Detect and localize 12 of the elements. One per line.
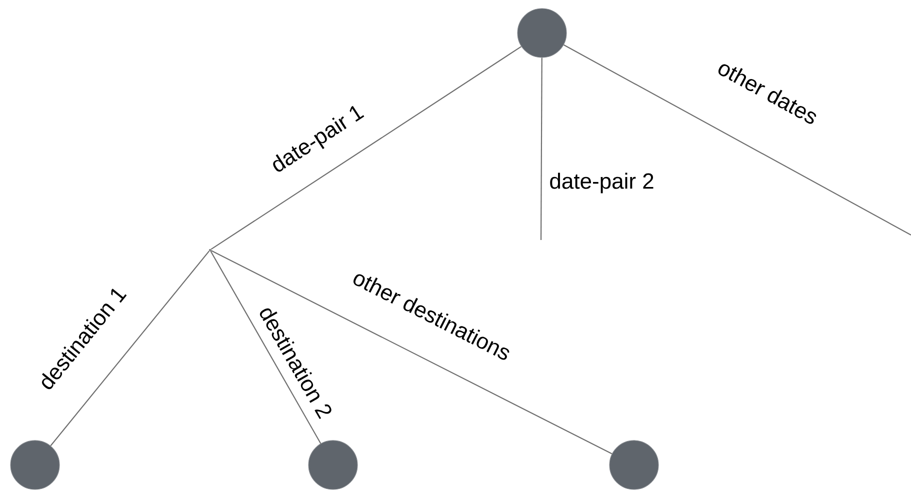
circle-node (308, 440, 358, 490)
edge-label: other dates (714, 57, 822, 127)
connector-line (540, 58, 542, 240)
connector-line (210, 46, 522, 250)
circle-node (609, 440, 659, 490)
circle-node (10, 440, 60, 490)
connector-line (210, 250, 322, 444)
connector-line (210, 250, 612, 454)
edge-label: date-pair 2 (548, 172, 656, 194)
connector-line (564, 44, 911, 236)
circle-node (517, 8, 567, 58)
connector-line (50, 250, 210, 446)
